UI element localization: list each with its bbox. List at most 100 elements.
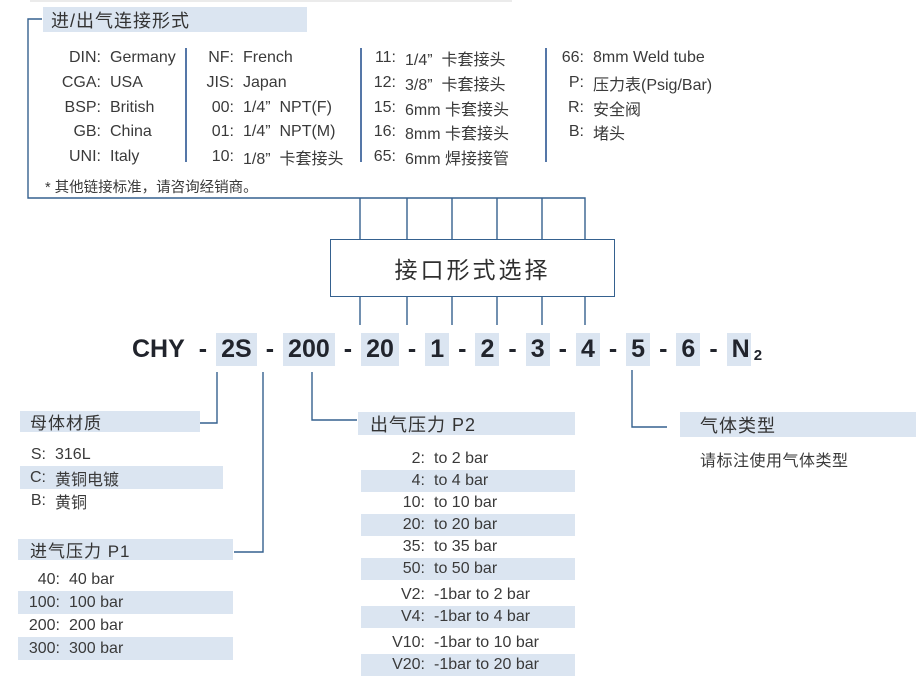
option-code: R: [568, 98, 584, 116]
option-code: V4: [400, 608, 425, 625]
option-label: 1/4” NPT(F) [243, 98, 332, 116]
outlet-pressure-row: V4: -1bar to 4 bar [361, 606, 575, 628]
option-label: Italy [110, 148, 140, 166]
column-divider [360, 48, 362, 162]
connection-row: 66: 8mm Weld tube [554, 46, 712, 71]
option-code: 2: [411, 450, 425, 467]
option-label: 1/8” 卡套接头 [243, 151, 344, 169]
code-dash: - [198, 334, 208, 363]
connection-footnote: * 其他链接标准，请咨询经销商。 [45, 180, 258, 196]
option-code: 66: [561, 49, 584, 67]
option-code: JIS: [206, 74, 234, 92]
option-code: V20: [392, 656, 425, 673]
connection-row: 11: 1/4” 卡套接头 [370, 46, 509, 71]
connection-column-standards: DIN:Germany CGA:USA BSP:British GB:China… [55, 46, 176, 169]
inlet-pressure-row: 200:200 bar [18, 614, 233, 637]
option-code: CGA: [61, 74, 101, 92]
option-label: 1/4” 卡套接头 [405, 52, 506, 70]
outlet-pressure-row: 10:to 10 bar [361, 492, 575, 514]
material-section-title: 母体材质 [20, 411, 200, 433]
connection-row: P:压力表(Psig/Bar) [554, 71, 712, 96]
code-segment-material: 2S [216, 332, 257, 366]
code-segment-series: CHY [132, 334, 185, 363]
option-label: Germany [110, 49, 176, 67]
outlet-pressure-row: 20:to 20 bar [361, 514, 575, 536]
option-label: China [110, 123, 152, 141]
code-segment-port-6: 6 [676, 332, 701, 366]
option-label: -1bar to 4 bar [434, 608, 531, 625]
outlet-pressure-row: 2: to 2 bar [361, 448, 575, 470]
connection-row: DIN:Germany [55, 46, 176, 71]
connection-row: BSP:British [55, 95, 176, 120]
option-label: 316L [55, 445, 91, 463]
code-segment-outlet-pressure: 20 [361, 332, 399, 366]
option-code: 65: [373, 148, 396, 166]
option-code: NF: [208, 49, 234, 67]
inlet-pressure-title-text: 进气压力 P1 [30, 542, 131, 561]
code-segment-port-3: 3 [525, 332, 550, 366]
option-code: 00: [211, 98, 234, 116]
connection-section-title: 进/出气连接形式 [43, 7, 307, 32]
connection-row: 65: 6mm 焊接接管 [370, 145, 509, 170]
option-code: BSP: [64, 98, 101, 116]
code-gas-subscript: 2 [753, 346, 763, 364]
option-code: 4: [411, 472, 425, 489]
option-label: 黄铜 [55, 494, 88, 512]
outlet-pressure-row: 4: to 4 bar [361, 470, 575, 492]
code-dash: - [508, 334, 517, 363]
code-segment-port-2: 2 [475, 332, 500, 366]
inlet-pressure-section-title: 进气压力 P1 [18, 539, 233, 561]
outlet-pressure-options: 2: to 2 bar 4: to 4 bar 10:to 10 bar 20:to… [361, 448, 575, 676]
outlet-pressure-row: 50: to 50 bar [361, 558, 575, 580]
inlet-pressure-row: 100:100 bar [18, 591, 233, 614]
option-label: 安全阀 [593, 101, 642, 119]
code-dash: - [343, 334, 353, 363]
option-code: B: [30, 491, 46, 509]
outlet-pressure-row: V2:-1bar to 2 bar [361, 584, 575, 606]
option-label: 黄铜电镀 [55, 471, 120, 489]
option-code: S: [30, 445, 46, 463]
code-segment-gas: N [726, 332, 751, 366]
code-dash: - [458, 334, 467, 363]
column-divider [545, 48, 547, 162]
option-label: 200 bar [69, 616, 124, 634]
option-label: Japan [243, 74, 287, 92]
connection-row: JIS: Japan [202, 71, 343, 96]
code-dash: - [709, 334, 718, 363]
code-segment-port-1: 1 [425, 332, 450, 366]
connection-row: NF: French [202, 46, 343, 71]
option-label: French [243, 49, 293, 67]
outlet-pressure-title-text: 出气压力 P2 [370, 414, 477, 435]
option-label: 堵头 [593, 126, 626, 144]
outlet-pressure-section-title: 出气压力 P2 [358, 412, 575, 435]
option-label: 6mm 焊接接管 [405, 151, 510, 169]
connection-row: B: 堵头 [554, 120, 712, 145]
option-code: 11: [374, 49, 396, 67]
option-label: to 4 bar [434, 472, 489, 489]
option-label: to 50 bar [434, 560, 498, 577]
order-code: CHY - 2S - 200 - 20 - 1 - 2 - 3 - 4 - 5 … [127, 332, 763, 366]
option-label: 6mm 卡套接头 [405, 101, 510, 119]
option-code: B: [568, 123, 584, 141]
option-code: 12: [373, 74, 396, 92]
option-label: 3/8” 卡套接头 [405, 77, 506, 95]
code-segment-port-5: 5 [626, 332, 651, 366]
column-divider [185, 48, 187, 162]
inlet-pressure-options: 40:40 bar 100:100 bar 200:200 bar 300:30… [18, 568, 233, 660]
option-label: 300 bar [69, 639, 124, 657]
option-label: 8mm Weld tube [593, 49, 705, 67]
option-label: to 10 bar [434, 494, 498, 511]
connection-row: 10:1/8” 卡套接头 [202, 145, 344, 170]
code-dash: - [659, 334, 668, 363]
connection-row: GB:China [55, 120, 176, 145]
connection-row: 01:1/4” NPT(M) [202, 120, 343, 145]
option-code: 300: [28, 639, 60, 657]
connection-row: 12: 3/8” 卡套接头 [370, 71, 509, 96]
connection-column-accessories: 66: 8mm Weld tube P:压力表(Psig/Bar) R: 安全阀 B… [554, 46, 712, 145]
option-code: 50: [402, 560, 425, 577]
gas-type-note: 请标注使用气体类型 [700, 453, 849, 470]
option-label: 8mm 卡套接头 [405, 126, 510, 144]
outlet-pressure-row: V10:-1bar to 10 bar [361, 632, 575, 654]
option-code: 40: [37, 570, 60, 588]
option-label: to 2 bar [434, 450, 489, 467]
